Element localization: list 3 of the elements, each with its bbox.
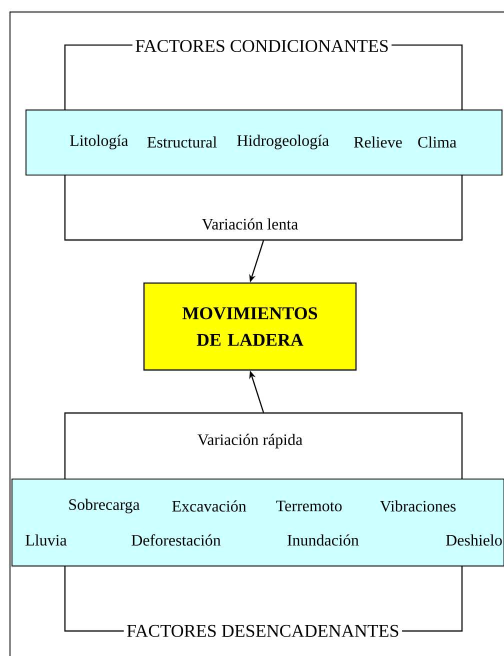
factor-band: Sobrecarga Excavación Terremoto Vibraciones Lluvia Deforestación Inundación Deshielo: [12, 478, 504, 566]
result-box: MOVIMIENTOS DE LADERA: [143, 282, 357, 371]
factor-band: Litología Estructural Hidrogeología Relieve Clima: [26, 110, 502, 176]
